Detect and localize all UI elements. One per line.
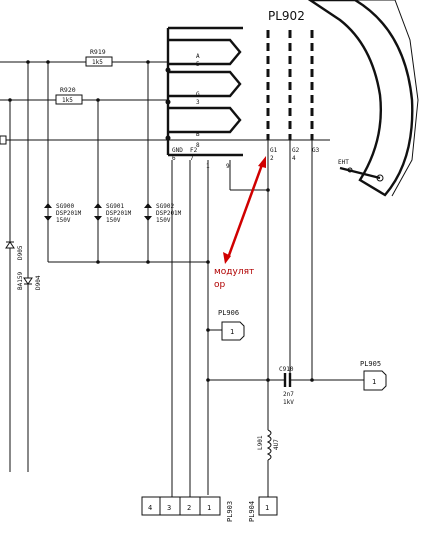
svg-text:4: 4 bbox=[148, 504, 152, 512]
svg-text:SG902: SG902 bbox=[156, 203, 174, 210]
modulator-annotation: модулят ор bbox=[214, 156, 266, 290]
diodes: D905 BA159 D904 bbox=[5, 241, 42, 290]
svg-text:PL904: PL904 bbox=[248, 501, 256, 522]
junction-dots bbox=[8, 60, 314, 382]
svg-text:BA159: BA159 bbox=[17, 272, 24, 290]
svg-text:6: 6 bbox=[172, 155, 176, 162]
svg-text:D905: D905 bbox=[17, 245, 24, 260]
sparkgap-sg901: SG901 DSP201M 150V bbox=[94, 203, 132, 224]
pl902-connector-body bbox=[165, 26, 243, 157]
svg-text:3: 3 bbox=[196, 99, 200, 106]
svg-text:G1: G1 bbox=[270, 147, 278, 154]
svg-text:C910: C910 bbox=[279, 366, 294, 373]
svg-text:2: 2 bbox=[270, 155, 274, 162]
svg-text:R920: R920 bbox=[60, 86, 76, 94]
svg-text:8: 8 bbox=[196, 142, 200, 149]
eht-label: EHT bbox=[338, 159, 349, 166]
svg-text:SG900: SG900 bbox=[56, 203, 74, 210]
svg-text:2: 2 bbox=[187, 504, 191, 512]
svg-text:1k5: 1k5 bbox=[92, 59, 103, 66]
svg-text:L901: L901 bbox=[257, 435, 264, 450]
connector-pl906: PL906 1 bbox=[218, 309, 245, 341]
svg-text:DSP201M: DSP201M bbox=[56, 210, 82, 217]
svg-text:4: 4 bbox=[292, 155, 296, 162]
connector-pl903: 4 3 2 1 PL903 bbox=[141, 496, 234, 522]
annotation-line1: модулят bbox=[214, 267, 254, 277]
svg-text:1: 1 bbox=[265, 504, 269, 512]
svg-text:1kV: 1kV bbox=[283, 399, 294, 406]
ground-stubs bbox=[171, 495, 191, 497]
svg-text:1: 1 bbox=[207, 504, 211, 512]
svg-text:7: 7 bbox=[190, 155, 194, 162]
svg-text:D904: D904 bbox=[35, 275, 42, 290]
svg-text:DSP201M: DSP201M bbox=[106, 210, 132, 217]
capacitor-c910: C910 2n7 1kV bbox=[268, 366, 294, 406]
sparkgap-sg900: SG900 DSP201M 150V bbox=[44, 203, 82, 224]
top-rails bbox=[0, 61, 330, 141]
inductor-l901: L901 4U7 bbox=[257, 429, 280, 497]
resistor-r919: R919 1k5 bbox=[85, 48, 113, 67]
svg-text:R919: R919 bbox=[90, 48, 106, 56]
svg-text:2n7: 2n7 bbox=[283, 391, 294, 398]
svg-text:G2: G2 bbox=[292, 147, 300, 154]
svg-text:1k5: 1k5 bbox=[62, 97, 73, 104]
svg-text:PL906: PL906 bbox=[218, 309, 239, 317]
svg-text:G3: G3 bbox=[312, 147, 320, 154]
svg-text:150V: 150V bbox=[156, 217, 171, 224]
svg-text:5: 5 bbox=[196, 61, 200, 68]
svg-text:1: 1 bbox=[372, 378, 376, 386]
resistor-r920: R920 1k5 bbox=[55, 86, 83, 105]
svg-text:PL905: PL905 bbox=[360, 360, 381, 368]
svg-text:F2: F2 bbox=[190, 147, 198, 154]
connector-pl905: PL905 1 bbox=[360, 360, 387, 391]
pl902-title: PL902 bbox=[268, 9, 305, 23]
svg-text:A: A bbox=[196, 53, 200, 60]
crt-outline bbox=[307, 0, 419, 197]
pl902-dashed-electrodes bbox=[266, 30, 314, 140]
svg-text:9: 9 bbox=[226, 163, 230, 170]
svg-text:150V: 150V bbox=[106, 217, 121, 224]
svg-text:B: B bbox=[196, 131, 200, 138]
pl902-pin-labels: A 5 G 3 B 8 bbox=[196, 53, 200, 149]
svg-text:1: 1 bbox=[230, 328, 234, 336]
svg-text:4U7: 4U7 bbox=[273, 439, 280, 450]
svg-text:DSP201M: DSP201M bbox=[156, 210, 182, 217]
annotation-line2: ор bbox=[214, 280, 226, 290]
svg-text:G: G bbox=[196, 91, 200, 98]
sparkgap-sg902: SG902 DSP201M 150V bbox=[144, 203, 182, 224]
svg-text:SG901: SG901 bbox=[106, 203, 124, 210]
svg-text:3: 3 bbox=[167, 504, 171, 512]
connector-pl904: 1 PL904 bbox=[248, 496, 278, 522]
svg-text:GND: GND bbox=[172, 147, 183, 154]
svg-text:150V: 150V bbox=[56, 217, 71, 224]
svg-text:PL903: PL903 bbox=[226, 501, 234, 522]
